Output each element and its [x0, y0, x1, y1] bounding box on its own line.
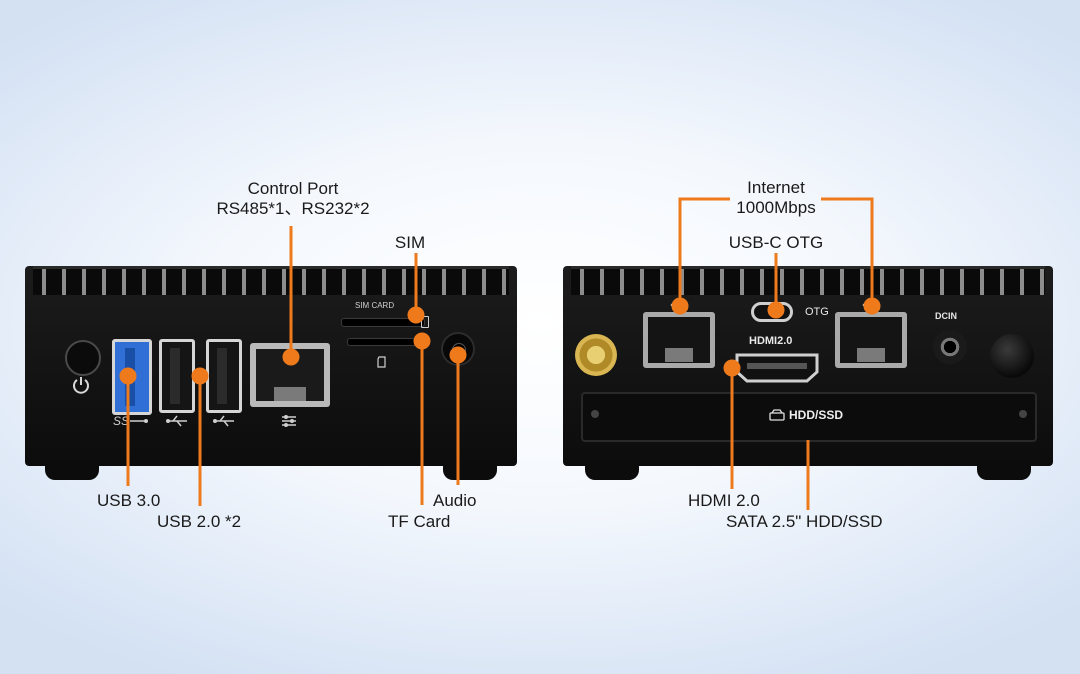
lan-port-1[interactable] — [643, 312, 715, 368]
sim-slot[interactable] — [341, 318, 425, 327]
round-cap — [990, 334, 1034, 378]
control-port-title: Control Port — [247, 179, 339, 198]
sim-icon — [421, 316, 429, 328]
hdmi-label: HDMI 2.0 — [688, 491, 760, 510]
internet-detail: 1000Mbps — [736, 198, 816, 217]
usbc-otg-label: USB-C OTG — [728, 233, 824, 252]
usb-icon — [212, 413, 236, 429]
dcin-text: DCIN — [935, 311, 957, 321]
hdd-ssd-panel-text: HDD/SSD — [789, 408, 844, 422]
usb2-port-2[interactable] — [206, 339, 242, 413]
sd-icon — [377, 356, 387, 368]
internet-label: Internet 1000Mbps — [736, 178, 815, 218]
control-port-label: Control Port RS485*1、RS232*2 — [216, 179, 369, 219]
heatsink-fins — [33, 266, 509, 295]
otg-text: OTG — [805, 306, 829, 318]
usb-ss-icon: SS — [113, 413, 149, 429]
internet-title: Internet — [747, 178, 805, 197]
sim-card-text: SIM CARD — [355, 301, 395, 310]
lan-port-2[interactable] — [835, 312, 907, 368]
internet-line-right — [821, 197, 874, 306]
control-port-detail: RS485*1、RS232*2 — [216, 199, 370, 218]
hdd-icon — [769, 409, 785, 421]
svg-text:SS: SS — [113, 414, 129, 428]
hdmi-panel-text: HDMI2.0 — [749, 335, 793, 347]
usb-icon — [165, 413, 189, 429]
rubber-foot — [45, 464, 99, 480]
power-button[interactable] — [65, 340, 101, 376]
hdd-bay-cover[interactable] — [581, 392, 1037, 442]
usb2-label: USB 2.0 *2 — [157, 512, 242, 531]
mini-pc-rear: OTG HDMI2.0 DCIN HDD/SSD — [563, 266, 1053, 480]
power-icon — [70, 374, 92, 396]
internet-line-left — [678, 197, 730, 306]
tf-card-label: TF Card — [388, 512, 451, 531]
serial-icon — [280, 413, 298, 429]
audio-label: Audio — [433, 491, 477, 510]
usb3-label: USB 3.0 — [97, 491, 161, 510]
sata-label: SATA 2.5" HDD/SSD — [726, 512, 883, 531]
antenna-connector[interactable] — [575, 334, 617, 376]
dc-in-jack[interactable] — [933, 330, 967, 364]
rubber-foot — [585, 464, 639, 480]
heatsink-fins — [571, 266, 1045, 295]
rubber-foot — [977, 464, 1031, 480]
sim-label: SIM — [394, 233, 426, 252]
